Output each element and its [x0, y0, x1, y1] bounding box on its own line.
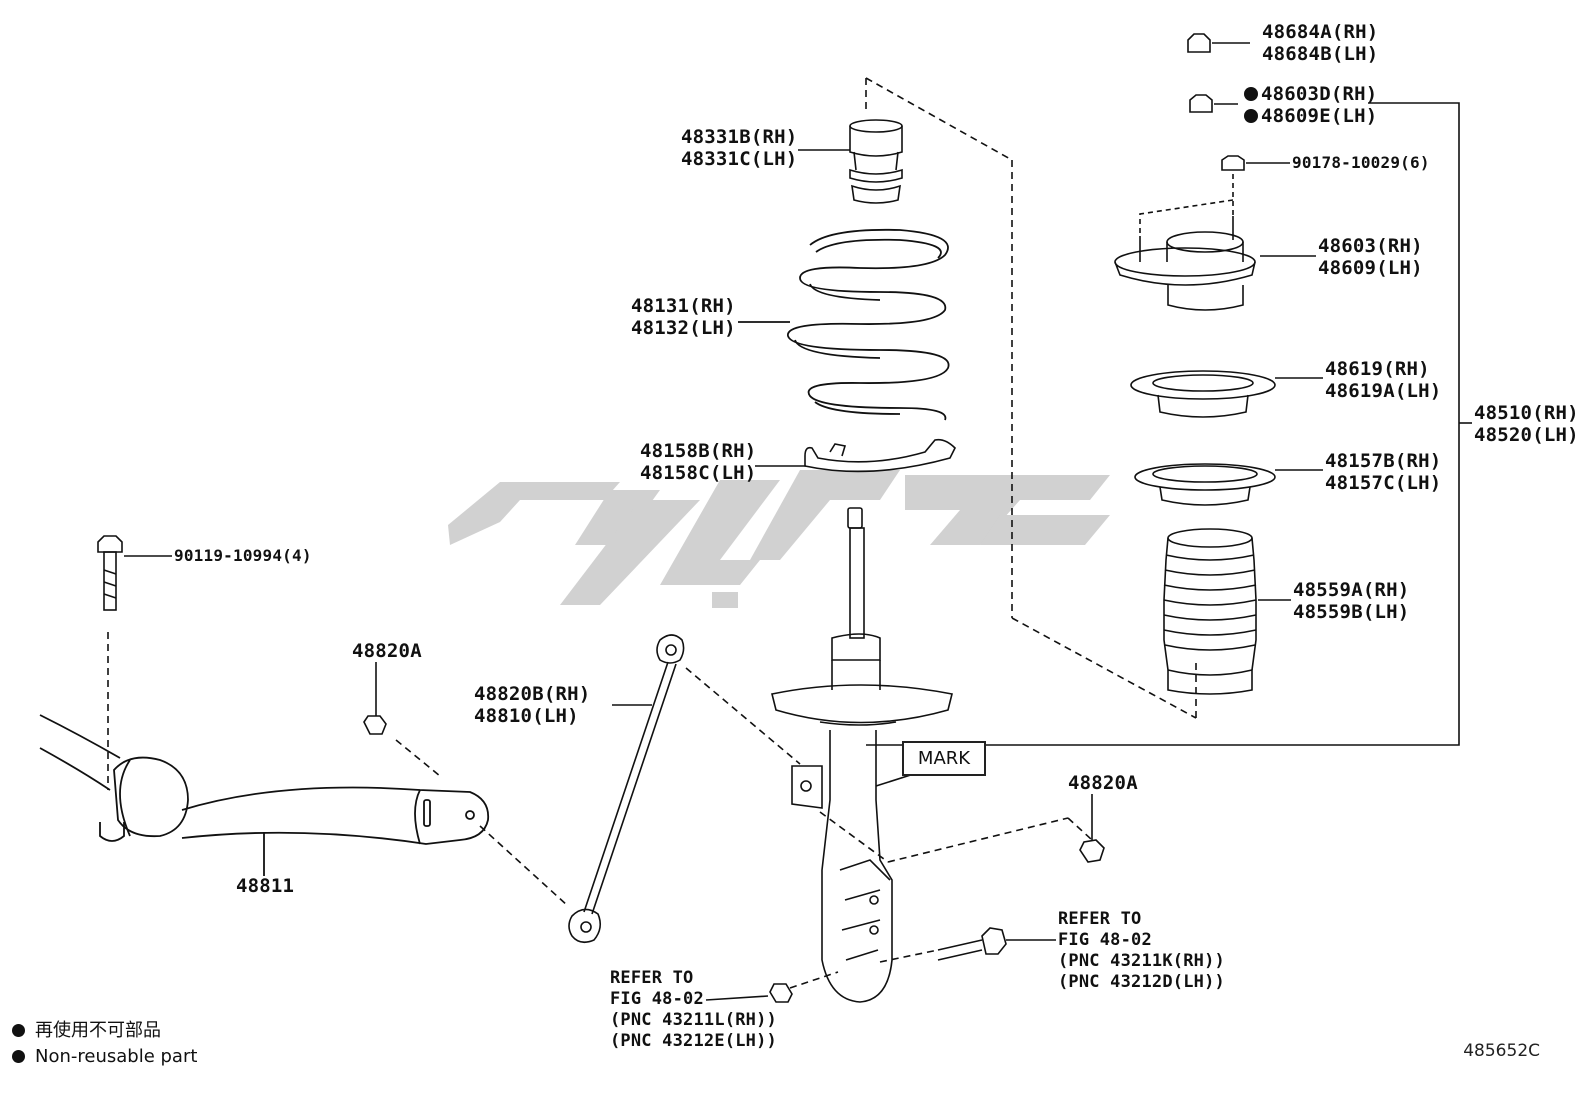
label-nut-link-left-text: 48820A	[352, 640, 422, 662]
legend-line-2: Non-reusable part	[12, 1046, 197, 1068]
refer-bottom-line4: (PNC 43212E(LH))	[610, 1031, 777, 1051]
link-nut-right-drawing	[1079, 794, 1105, 863]
refer-bottom: REFER TO FIG 48-02 (PNC 43211L(RH)) (PNC…	[610, 968, 777, 1052]
label-boot-rh: 48559A(RH)	[1293, 579, 1410, 601]
label-bumper: 48331B(RH) 48331C(LH)	[681, 126, 797, 170]
coil-spring-drawing	[738, 228, 950, 421]
label-stabilizer-bar: 48811	[236, 875, 294, 897]
label-nut-small: 90178-10029(6)	[1292, 152, 1430, 173]
label-link-rh: 48820B(RH)	[474, 683, 591, 705]
knuckle-bolt-drawing	[937, 927, 1056, 961]
refer-right-line4: (PNC 43212D(LH))	[1058, 972, 1225, 992]
link-nut-left-drawing	[363, 662, 387, 735]
legend-bullet-icon	[12, 1050, 25, 1063]
lower-insulator-drawing	[1134, 463, 1323, 506]
label-spring-insulator-lh: 48158C(LH)	[640, 462, 757, 484]
label-strut-assy-rh: 48510(RH)	[1474, 402, 1579, 424]
dashed-guide-box	[865, 77, 1197, 719]
spring-insulator-drawing	[755, 438, 956, 473]
label-nut-nonreusable-rh: 48603D(RH)	[1244, 83, 1377, 105]
shock-absorber-drawing	[771, 507, 953, 1003]
stabilizer-bar-drawing	[39, 714, 490, 876]
figure-id: 485652C	[1463, 1041, 1540, 1061]
label-upper-seat-rh: 48619(RH)	[1325, 358, 1430, 380]
label-boot-lh: 48559B(LH)	[1293, 601, 1410, 623]
dashed-connections	[107, 632, 1093, 989]
label-nut-nonreusable: 48603D(RH) 48609E(LH)	[1244, 83, 1377, 127]
label-spring-rh: 48131(RH)	[631, 295, 736, 317]
label-spring-insulator: 48158B(RH) 48158C(LH)	[640, 440, 756, 484]
mark-label: MARK	[917, 748, 971, 769]
refer-bottom-line3: (PNC 43211L(RH))	[610, 1010, 777, 1030]
label-strut-assy: 48510(RH) 48520(LH)	[1474, 402, 1579, 446]
label-lower-insulator: 48157B(RH) 48157C(LH)	[1325, 450, 1441, 494]
label-boot: 48559A(RH) 48559B(LH)	[1293, 579, 1409, 623]
label-nut-link-right: 48820A	[1068, 772, 1138, 794]
watermark-logo	[448, 470, 1110, 608]
label-link-lh: 48810(LH)	[474, 705, 579, 727]
label-support: 48603(RH) 48609(LH)	[1318, 235, 1423, 279]
label-upper-seat: 48619(RH) 48619A(LH)	[1325, 358, 1441, 402]
label-link: 48820B(RH) 48810(LH)	[474, 683, 590, 727]
bumper-drawing	[798, 119, 903, 204]
label-bracket-bolt: 90119-10994(4)	[174, 545, 312, 566]
label-spring-insulator-rh: 48158B(RH)	[640, 440, 757, 462]
assembly-bracket-line	[866, 102, 1472, 746]
label-nut-top-rh: 48684A(RH)	[1262, 21, 1379, 43]
label-nut-link-right-text: 48820A	[1068, 772, 1138, 794]
label-support-lh: 48609(LH)	[1318, 257, 1423, 279]
stabilizer-link-drawing	[568, 634, 685, 944]
refer-right-line2: FIG 48-02	[1058, 930, 1152, 950]
strut-support-drawing	[1114, 216, 1316, 311]
nut-top-drawing	[1187, 33, 1250, 53]
legend-text-jp: 再使用不可部品	[35, 1020, 161, 1041]
knuckle-nut-drawing	[705, 983, 793, 1003]
nut-nonreusable-drawing	[1189, 94, 1238, 113]
mark-label-box: MARK	[902, 741, 986, 776]
label-bracket-bolt-text: 90119-10994(4)	[174, 546, 312, 565]
label-nut-link-left: 48820A	[352, 640, 422, 662]
label-strut-assy-lh: 48520(LH)	[1474, 424, 1579, 446]
upper-seat-drawing	[1130, 370, 1323, 418]
label-nut-top-lh: 48684B(LH)	[1262, 43, 1379, 65]
label-stabilizer-bar-text: 48811	[236, 875, 295, 897]
bracket-bolt-drawing	[97, 535, 172, 611]
label-nut-top: 48684A(RH) 48684B(LH)	[1262, 21, 1378, 65]
refer-bottom-line2: FIG 48-02	[610, 989, 704, 1009]
label-support-rh: 48603(RH)	[1318, 235, 1423, 257]
label-lower-insulator-lh: 48157C(LH)	[1325, 472, 1442, 494]
label-nut-nonreusable-lh: 48609E(LH)	[1244, 105, 1377, 127]
label-bumper-lh: 48331C(LH)	[681, 148, 798, 170]
label-spring-lh: 48132(LH)	[631, 317, 736, 339]
legend-bullet-icon	[12, 1024, 25, 1037]
label-lower-insulator-rh: 48157B(RH)	[1325, 450, 1442, 472]
label-bumper-rh: 48331B(RH)	[681, 126, 798, 148]
label-upper-seat-lh: 48619A(LH)	[1325, 380, 1442, 402]
refer-right-line3: (PNC 43211K(RH))	[1058, 951, 1225, 971]
nut-small-drawing	[1139, 155, 1290, 236]
label-spring: 48131(RH) 48132(LH)	[631, 295, 736, 339]
legend-text-en: Non-reusable part	[35, 1046, 198, 1067]
refer-right-line1: REFER TO	[1058, 909, 1142, 929]
boot-drawing	[1163, 528, 1291, 695]
refer-bottom-line1: REFER TO	[610, 968, 694, 988]
legend-line-1: 再使用不可部品	[12, 1020, 161, 1042]
refer-right: REFER TO FIG 48-02 (PNC 43211K(RH)) (PNC…	[1058, 909, 1225, 993]
label-nut-small-text: 90178-10029(6)	[1292, 153, 1430, 172]
